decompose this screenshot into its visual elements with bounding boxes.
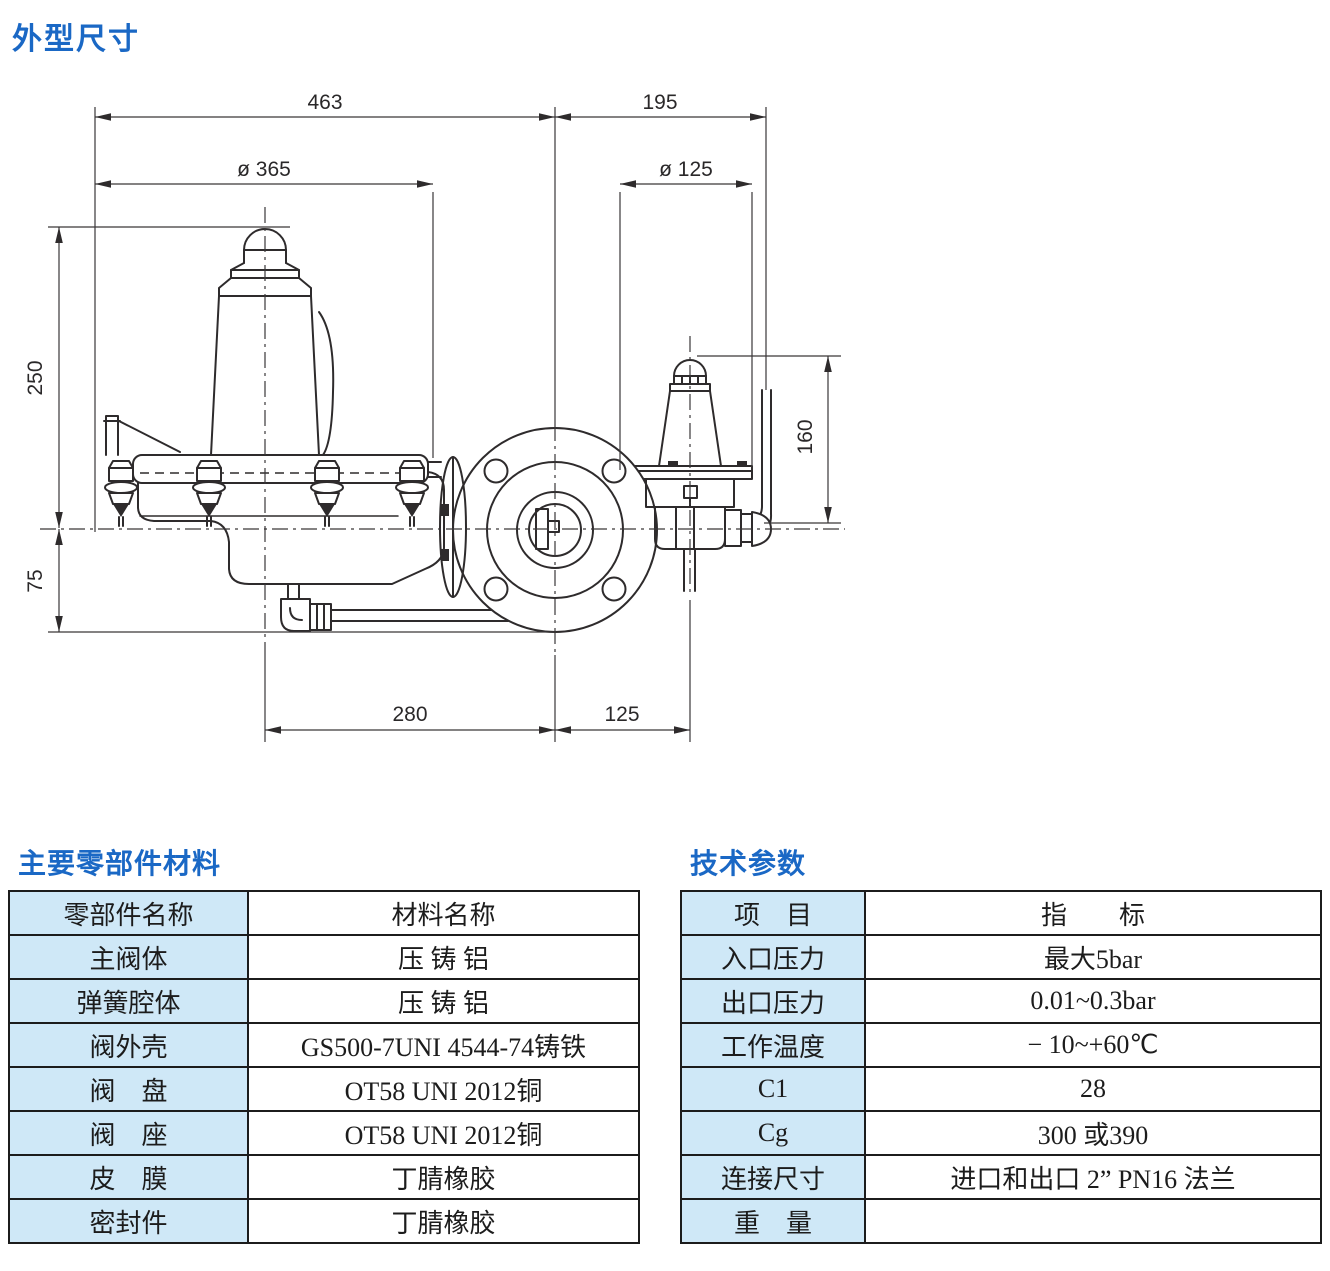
- table-row: 主阀体 压 铸 铝: [8, 934, 640, 980]
- table-row: 阀 座 OT58 UNI 2012铜: [8, 1110, 640, 1156]
- dim-pilot-diameter: ø 125: [659, 158, 713, 181]
- table-cell: 最大5bar: [864, 934, 1322, 980]
- table-cell: [864, 1198, 1322, 1244]
- table-row: C1 28: [680, 1066, 1322, 1112]
- dim-bottom-center: 280: [392, 703, 427, 726]
- table-cell: 密封件: [8, 1198, 249, 1244]
- page-title: 外型尺寸: [12, 23, 140, 56]
- table-header-part: 零部件名称: [8, 890, 249, 936]
- table-row: 连接尺寸 进口和出口 2” PN16 法兰: [680, 1154, 1322, 1200]
- main-regulator-drawing: [103, 228, 509, 632]
- flange-bolt: [310, 460, 344, 527]
- table-row: Cg 300 或390: [680, 1110, 1322, 1156]
- table-cell: 入口压力: [680, 934, 866, 980]
- body-flange-ellipse: [439, 456, 467, 598]
- table-cell: C1: [680, 1066, 866, 1112]
- table-cell: 主阀体: [8, 934, 249, 980]
- table-cell: 阀 座: [8, 1110, 249, 1156]
- table-row: 重 量: [680, 1198, 1322, 1244]
- dim-pilot-height: 160: [794, 419, 817, 454]
- table-row: 密封件 丁腈橡胶: [8, 1198, 640, 1244]
- dim-right-width: 195: [642, 91, 677, 114]
- table-cell: 0.01~0.3bar: [864, 978, 1322, 1024]
- params-section: 技术参数 项 目 指 标 入口压力 最大5bar 出口压力 0.01~0.3ba…: [680, 842, 1322, 1244]
- table-cell: GS500-7UNI 4544-74铸铁: [247, 1022, 640, 1068]
- table-row: 工作温度 − 10~+60℃: [680, 1022, 1322, 1068]
- materials-table: 零部件名称 材料名称 主阀体 压 铸 铝 弹簧腔体 压 铸 铝 阀外壳 GS50…: [8, 890, 640, 1244]
- table-cell: 弹簧腔体: [8, 978, 249, 1024]
- table-row: 皮 膜 丁腈橡胶: [8, 1154, 640, 1200]
- dim-bottom-right: 125: [604, 703, 639, 726]
- dim-lower-height: 75: [24, 569, 47, 592]
- pilot-regulator-drawing: [645, 359, 773, 592]
- table-row: 零部件名称 材料名称: [8, 890, 640, 936]
- table-cell: 进口和出口 2” PN16 法兰: [864, 1154, 1322, 1200]
- centerlines: [40, 207, 845, 655]
- table-cell: 300 或390: [864, 1110, 1322, 1156]
- table-row: 项 目 指 标: [680, 890, 1322, 936]
- table-cell: 阀 盘: [8, 1066, 249, 1112]
- table-cell: OT58 UNI 2012铜: [247, 1110, 640, 1156]
- dim-main-diameter: ø 365: [237, 158, 291, 181]
- table-header-item: 项 目: [680, 890, 866, 936]
- table-cell: 连接尺寸: [680, 1154, 866, 1200]
- table-cell: 皮 膜: [8, 1154, 249, 1200]
- dimension-lines: 463 195 ø 365 ø 125 250 75 160 280 125: [24, 91, 841, 742]
- table-header-spec: 指 标: [864, 890, 1322, 936]
- table-cell: 丁腈橡胶: [247, 1198, 640, 1244]
- regulator-dimension-drawing: 463 195 ø 365 ø 125 250 75 160 280 125: [24, 91, 845, 742]
- dim-total-width: 463: [307, 91, 342, 114]
- flange-bolt: [395, 460, 429, 527]
- dim-upper-height: 250: [24, 360, 47, 395]
- table-header-material: 材料名称: [247, 890, 640, 936]
- params-table: 项 目 指 标 入口压力 最大5bar 出口压力 0.01~0.3bar 工作温…: [680, 890, 1322, 1244]
- table-cell: 压 铸 铝: [247, 978, 640, 1024]
- table-row: 入口压力 最大5bar: [680, 934, 1322, 980]
- params-title: 技术参数: [690, 848, 807, 879]
- table-cell: 28: [864, 1066, 1322, 1112]
- flange-bolt: [192, 460, 226, 527]
- table-row: 出口压力 0.01~0.3bar: [680, 978, 1322, 1024]
- table-row: 阀 盘 OT58 UNI 2012铜: [8, 1066, 640, 1112]
- table-cell: − 10~+60℃: [864, 1022, 1322, 1068]
- table-cell: 出口压力: [680, 978, 866, 1024]
- table-cell: 阀外壳: [8, 1022, 249, 1068]
- table-cell: 丁腈橡胶: [247, 1154, 640, 1200]
- materials-title: 主要零部件材料: [18, 848, 222, 879]
- table-cell: OT58 UNI 2012铜: [247, 1066, 640, 1112]
- materials-section: 主要零部件材料 零部件名称 材料名称 主阀体 压 铸 铝 弹簧腔体 压 铸 铝 …: [8, 842, 640, 1244]
- table-row: 阀外壳 GS500-7UNI 4544-74铸铁: [8, 1022, 640, 1068]
- table-cell: 工作温度: [680, 1022, 866, 1068]
- table-row: 弹簧腔体 压 铸 铝: [8, 978, 640, 1024]
- table-cell: 重 量: [680, 1198, 866, 1244]
- table-cell: Cg: [680, 1110, 866, 1156]
- flange-bolt: [104, 460, 138, 527]
- table-cell: 压 铸 铝: [247, 934, 640, 980]
